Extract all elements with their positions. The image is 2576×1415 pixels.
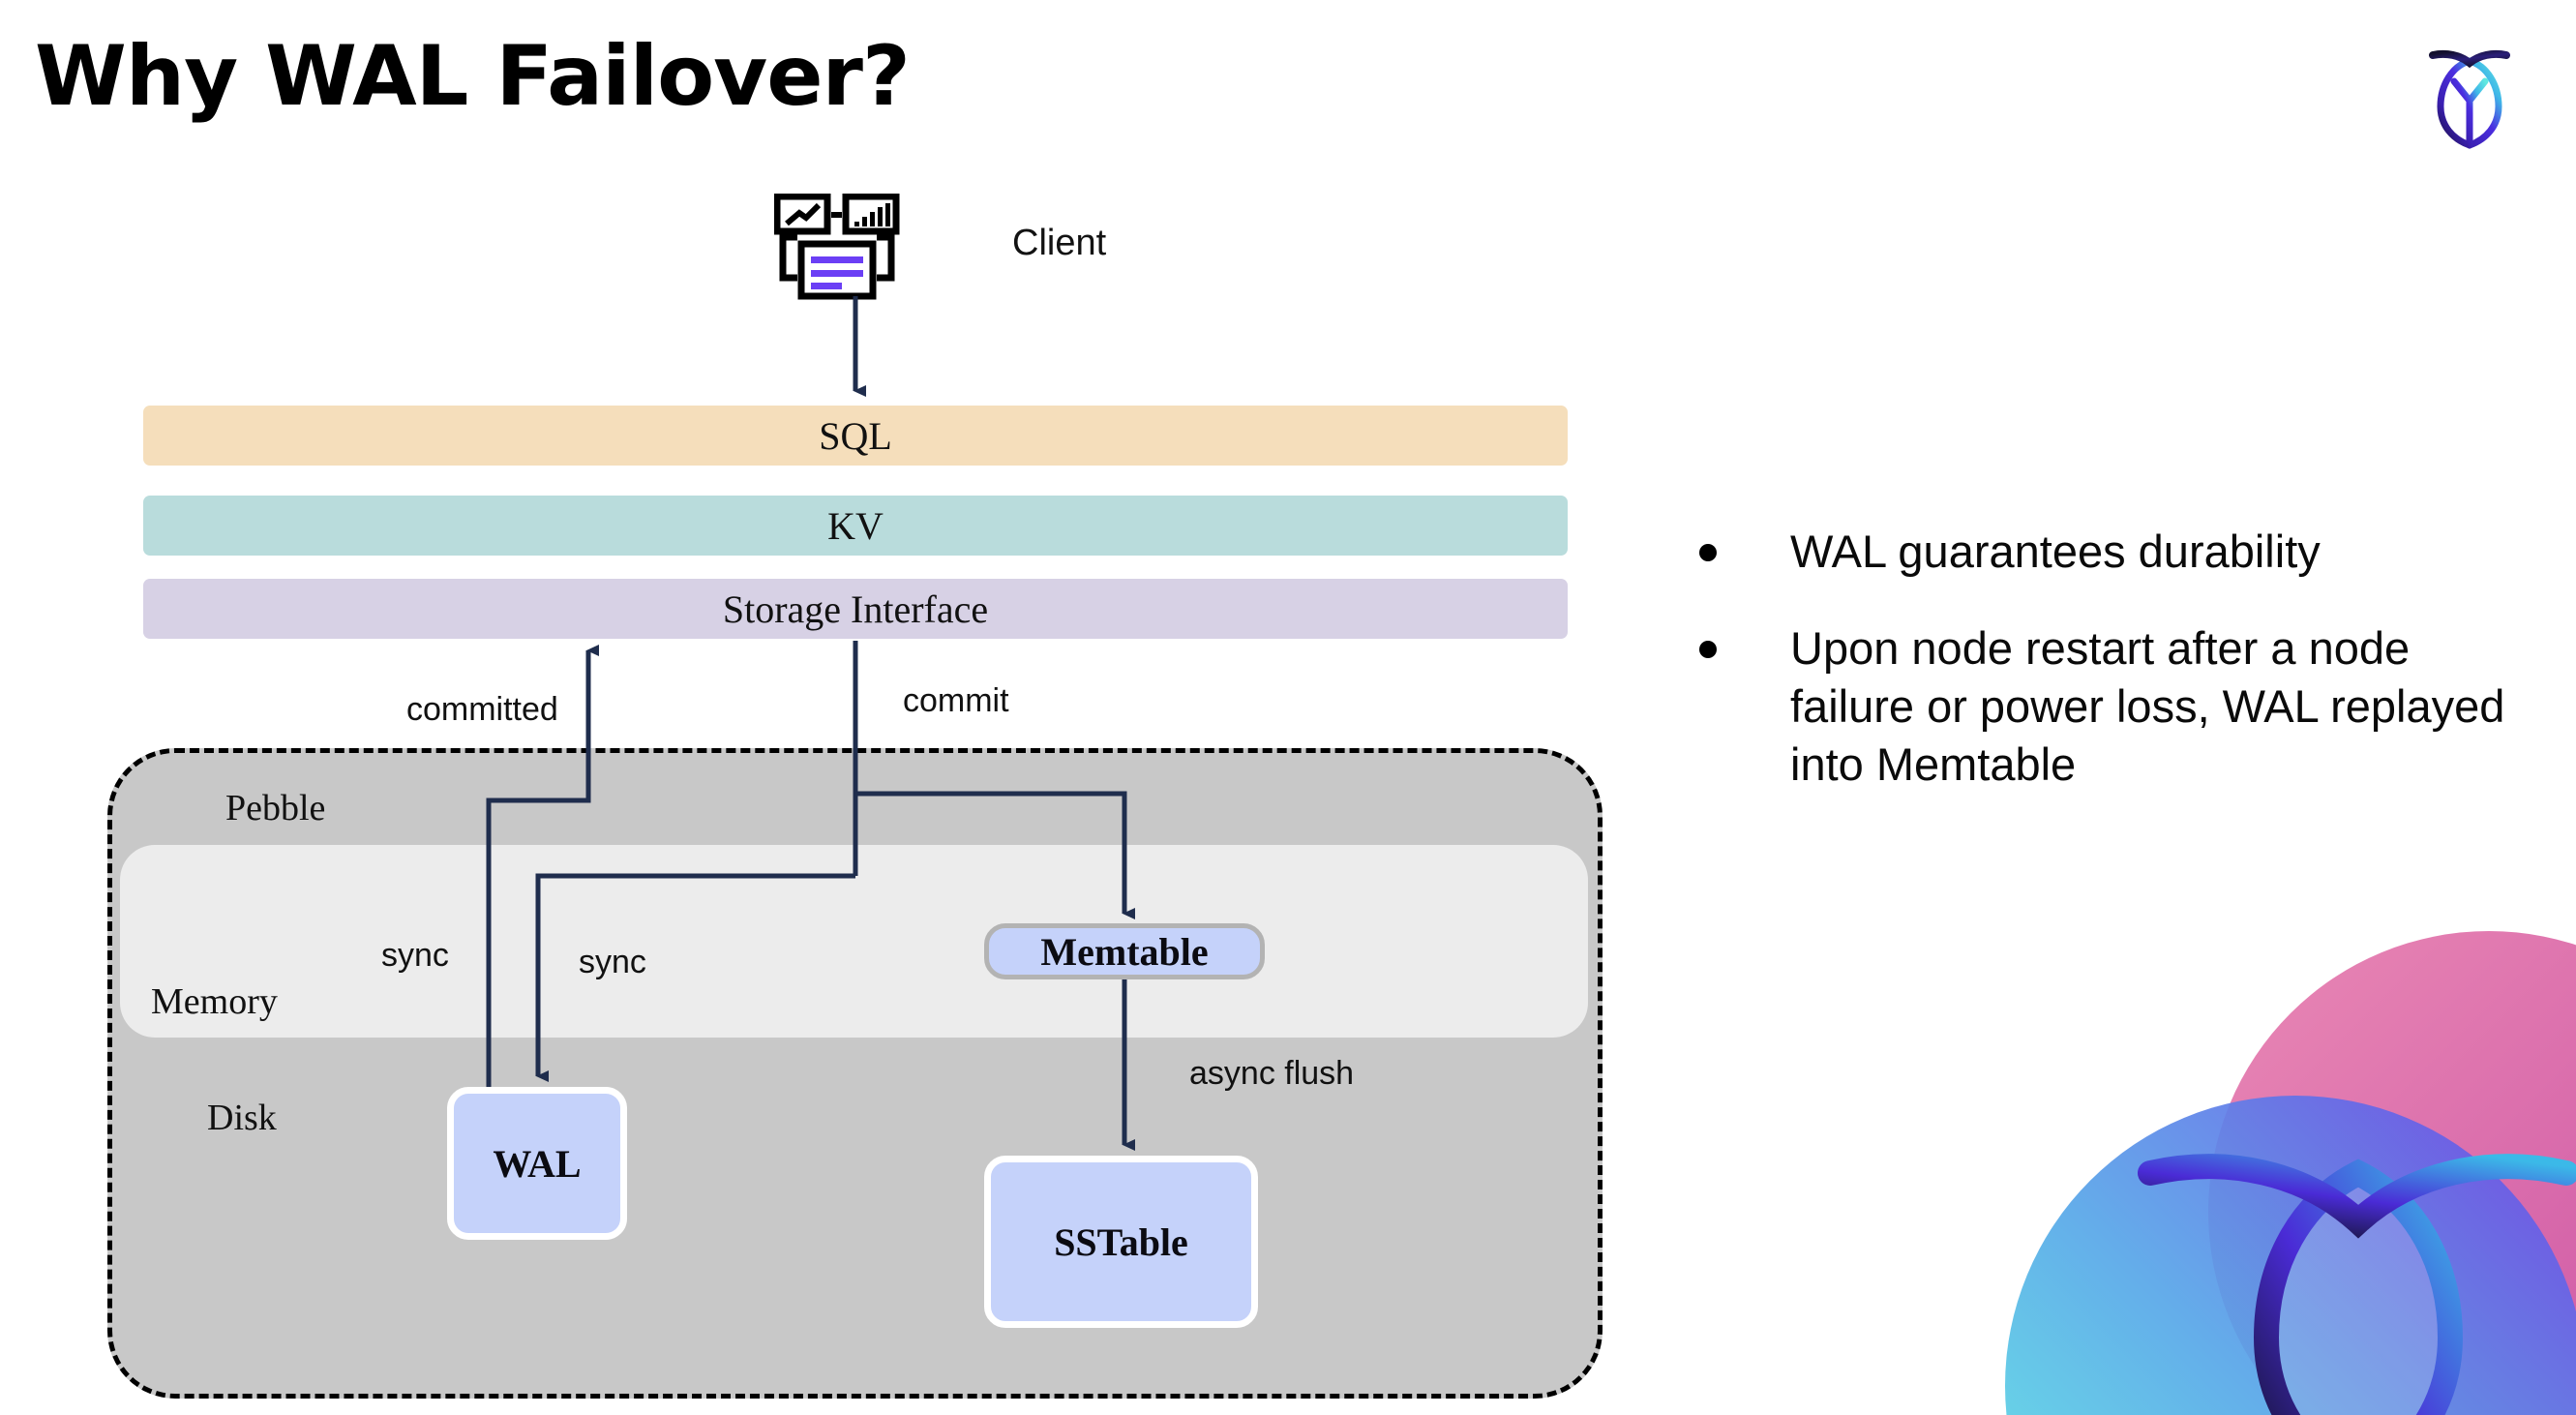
node-sstable[interactable]: SSTable — [984, 1156, 1258, 1328]
layer-label-storage: Storage Interface — [722, 587, 989, 631]
list-item: WAL guarantees durability — [1699, 523, 2522, 581]
layer-bar-sql: SQL — [143, 406, 1568, 466]
client-dashboard-icon — [773, 193, 929, 300]
disk-label: Disk — [207, 1098, 277, 1138]
edge-label-committed: committed — [406, 691, 558, 728]
memory-label: Memory — [151, 981, 278, 1022]
layer-bar-storage-interface: Storage Interface — [143, 579, 1568, 639]
client-label: Client — [1012, 223, 1107, 263]
layer-label-kv: KV — [827, 503, 884, 548]
layer-label-sql: SQL — [819, 413, 892, 458]
node-label-memtable: Memtable — [1040, 929, 1209, 974]
bullet-text: WAL guarantees durability — [1790, 526, 2321, 577]
memory-region — [120, 845, 1588, 1038]
notes-bullet-list: WAL guarantees durability Upon node rest… — [1699, 523, 2522, 833]
node-wal[interactable]: WAL — [447, 1087, 627, 1240]
layer-bar-kv: KV — [143, 496, 1568, 556]
page-title: Why WAL Failover? — [35, 28, 911, 125]
node-memtable[interactable]: Memtable — [984, 923, 1265, 979]
bullet-dot-icon — [1699, 641, 1717, 659]
edge-label-commit: commit — [903, 682, 1009, 719]
edge-label-sync-right: sync — [579, 944, 646, 980]
list-item: Upon node restart after a node failure o… — [1699, 619, 2522, 794]
bullet-dot-icon — [1699, 544, 1717, 561]
decorative-circles-artwork — [1976, 931, 2576, 1415]
node-label-sstable: SSTable — [1054, 1219, 1188, 1264]
pebble-label: Pebble — [225, 788, 326, 828]
node-label-wal: WAL — [493, 1141, 582, 1186]
cockroach-leaf-logo-icon — [2415, 31, 2524, 149]
edge-label-async-flush: async flush — [1189, 1055, 1355, 1092]
edge-label-sync-left: sync — [381, 937, 449, 974]
bullet-text: Upon node restart after a node failure o… — [1790, 622, 2505, 791]
